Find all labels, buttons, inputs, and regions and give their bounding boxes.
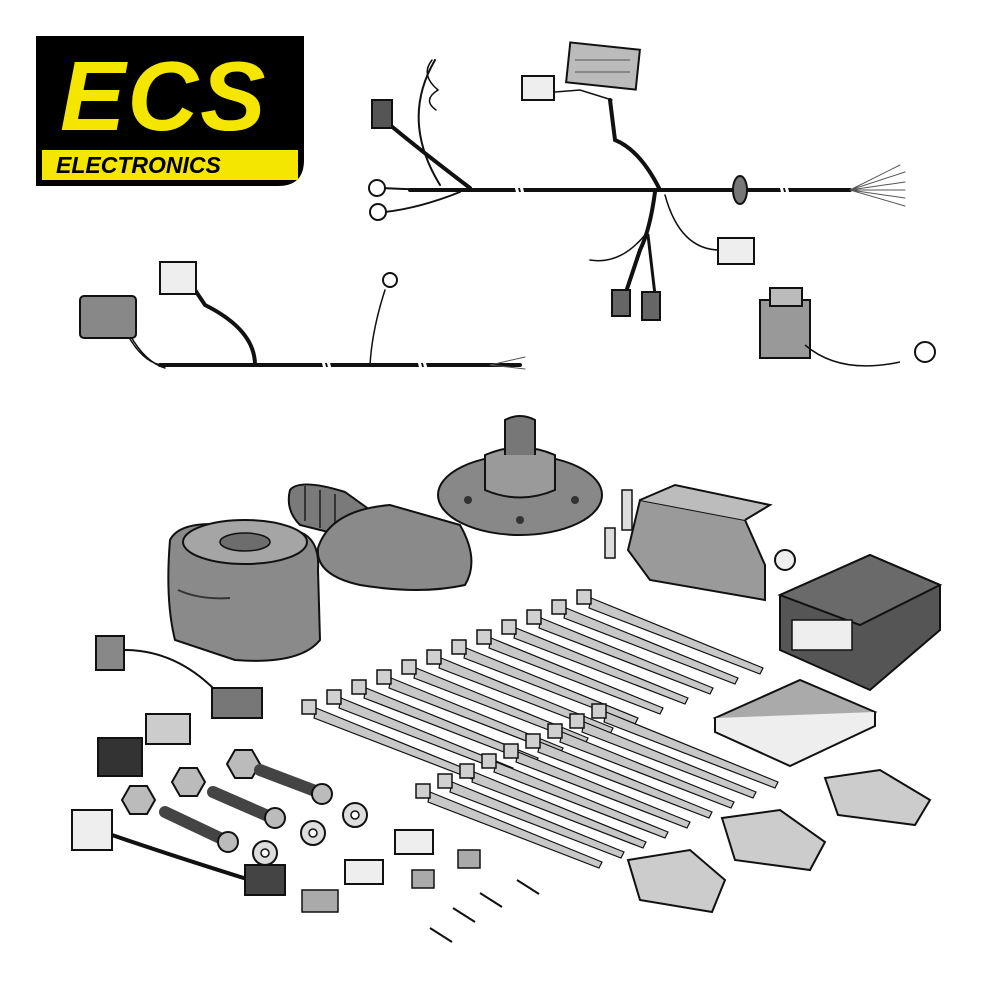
logo-subtitle: ELECTRONICS (56, 152, 222, 178)
foam-pads (344, 829, 434, 885)
cable-tie (501, 619, 689, 705)
extension-lead (71, 809, 286, 896)
cable-tie (459, 763, 647, 849)
control-module (777, 553, 943, 692)
logo-ecs-text: ECS (60, 41, 268, 151)
ecs-logo: ECS ELECTRONICS (36, 36, 304, 186)
cable-ties (301, 589, 779, 869)
adhesive-pad (712, 678, 878, 768)
bolts (159, 764, 333, 853)
13-pin-socket (167, 519, 322, 662)
socket-mounting-plate (437, 415, 603, 536)
fuses (301, 849, 481, 913)
socket-relay (759, 287, 936, 367)
connectors (97, 713, 191, 777)
cable-tie (576, 589, 764, 675)
harness-connector-small (371, 75, 755, 321)
cable-tie (591, 703, 779, 789)
connector-clips (626, 768, 932, 914)
cable-tie (569, 713, 757, 799)
socket-gasket (316, 503, 473, 591)
relay (604, 483, 796, 602)
crimp-terminals (429, 879, 540, 943)
harness-connector-multi-pin (565, 41, 641, 91)
nuts (120, 749, 262, 815)
cable-tie (526, 609, 714, 695)
relay-harness-connectors (79, 261, 197, 339)
cable-tie (415, 783, 603, 869)
cable-tie (481, 753, 669, 839)
cable-tie (547, 723, 735, 809)
cable-tie (525, 733, 713, 819)
cable-tie (503, 743, 691, 829)
washers (252, 802, 368, 866)
cable-tie (437, 773, 625, 859)
main-wiring-harness (368, 59, 906, 297)
cable-tie (551, 599, 739, 685)
cable-tie (476, 629, 664, 715)
cable-tie (326, 689, 514, 775)
connector-lead (95, 635, 263, 719)
